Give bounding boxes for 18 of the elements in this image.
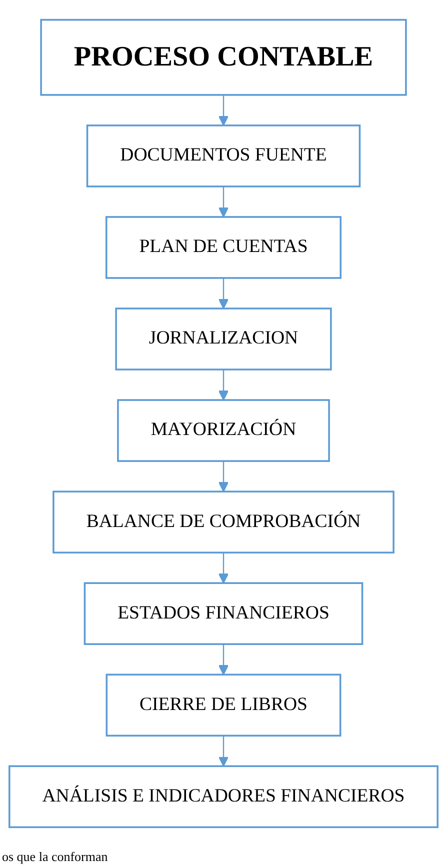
node-box: JORNALIZACION [115, 308, 332, 370]
arrow [218, 461, 229, 492]
arrow [218, 736, 229, 767]
caption: os que la conforman [1, 849, 108, 865]
node-box: MAYORIZACIÓN [117, 399, 330, 462]
node-box: ANÁLISIS E INDICADORES FINANCIEROS [8, 765, 438, 828]
node-box: CIERRE DE LIBROS [106, 674, 342, 737]
arrow [218, 644, 229, 676]
arrow [218, 186, 229, 218]
arrow [218, 94, 229, 126]
node-box: DOCUMENTOS FUENTE [86, 124, 361, 188]
arrow [218, 370, 229, 400]
node-box: PLAN DE CUENTAS [106, 216, 342, 279]
node-box: ESTADOS FINANCIEROS [84, 582, 364, 645]
node-box: BALANCE DE COMPROBACIÓN [52, 490, 394, 554]
arrow [218, 552, 229, 584]
arrow [218, 278, 229, 309]
node-box: PROCESO CONTABLE [40, 18, 407, 96]
